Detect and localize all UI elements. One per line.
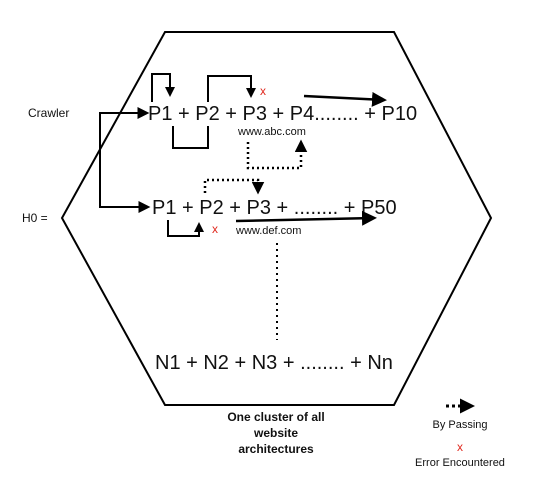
crawler-label: Crawler [28, 106, 69, 120]
def-site-label: www.def.com [235, 225, 301, 237]
def-p1-loop-arrow [167, 220, 204, 237]
def-p3-to-p50-arrow [235, 210, 377, 226]
abc-p2-to-p3-arrow [207, 75, 256, 102]
abc-page-sequence: P1 + P2 + P3 + P4........ + P10 [148, 103, 417, 125]
n-cluster-sequence: N1 + N2 + N3 + ........ + Nn [155, 352, 393, 374]
bypass-arrow-to-abc-p4 [246, 139, 308, 170]
caption-line-3: architectures [238, 442, 314, 456]
abc-p4-to-p10-arrow [303, 91, 387, 107]
legend-bypass-label: By Passing [432, 419, 487, 431]
legend-error-label: Error Encountered [415, 457, 505, 469]
crawler-arrow-to-def [99, 112, 151, 213]
h0-label: H0 = [22, 211, 48, 225]
def-error-mark: x [212, 222, 218, 236]
def-page-sequence: P1 + P2 + P3 + ........ + P50 [152, 197, 397, 219]
caption-line-2: website [253, 426, 298, 440]
legend-error-symbol: x [457, 440, 463, 454]
cluster-hexagon [60, 31, 493, 406]
abc-error-mark: x [260, 84, 266, 98]
bypass-arrow-to-def-p3 [203, 178, 265, 195]
caption-line-1: One cluster of all [227, 410, 324, 424]
abc-site-label: www.abc.com [237, 126, 306, 138]
abc-lower-bracket [172, 126, 209, 149]
abc-p1-loop-arrow [151, 73, 175, 102]
